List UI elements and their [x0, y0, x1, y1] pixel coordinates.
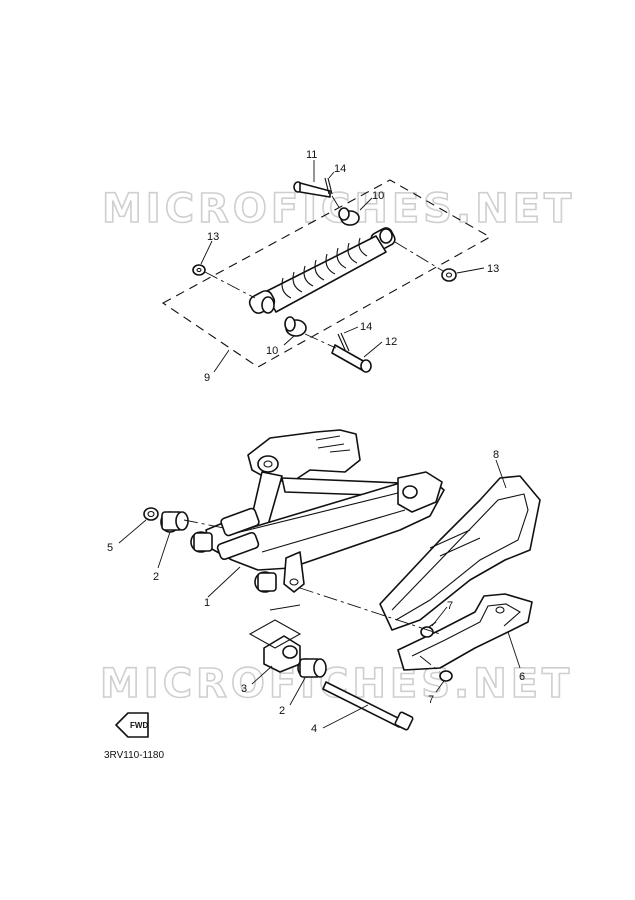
- callout-5: 5: [107, 542, 113, 554]
- pivot-collar: [190, 531, 213, 553]
- watermark-top: MICROFICHES.NET: [102, 186, 575, 232]
- callout-1: 1: [204, 597, 210, 609]
- callout-4: 4: [311, 723, 317, 735]
- callout-11: 11: [306, 149, 317, 161]
- shock-assembly-group: [161, 160, 492, 373]
- callout-9: 9: [204, 372, 210, 384]
- forward-arrow-icon: FWD: [115, 712, 149, 738]
- upper-bolt: [293, 160, 331, 198]
- pivot-nut: [118, 507, 159, 544]
- left-washer: [192, 240, 213, 276]
- chain-case: [379, 459, 541, 631]
- pivot-collar-lower: [207, 566, 277, 598]
- chain-case-bolt: [420, 606, 448, 638]
- callout-13-right: 13: [487, 263, 499, 275]
- diagram-code: 3RV110-1180: [104, 750, 164, 761]
- chain-guard: [397, 593, 533, 671]
- callout-6: 6: [519, 671, 525, 683]
- lower-bushing: [289, 658, 327, 706]
- swingarm: [205, 429, 445, 593]
- swingarm-group: [118, 429, 541, 731]
- callout-7-upper: 7: [447, 600, 453, 612]
- callout-14-lower: 14: [360, 321, 372, 333]
- right-washer: [441, 267, 485, 282]
- callout-10-lower: 10: [266, 345, 278, 357]
- shock-absorber: [248, 227, 396, 314]
- chain-guard-bolt: [435, 670, 453, 693]
- left-bushing: [157, 511, 189, 569]
- lower-collar: [283, 316, 307, 346]
- callout-2-upper: 2: [153, 571, 159, 583]
- callouts: 1 2 2 3 4 5 6 7 7 8 9 10 10 11 12 13 13 …: [107, 149, 525, 735]
- callout-13-left: 13: [207, 231, 219, 243]
- callout-12: 12: [385, 336, 397, 348]
- callout-14-upper: 14: [334, 163, 346, 175]
- watermark-bottom: MICROFICHES.NET: [100, 661, 573, 707]
- fwd-label: FWD: [130, 721, 148, 730]
- lower-pin-and-bolt: [331, 326, 383, 373]
- pivot-shaft: [322, 681, 414, 731]
- callout-3: 3: [241, 683, 247, 695]
- upper-cotter-pin: [324, 171, 335, 195]
- shock-kit-outline: [161, 179, 492, 368]
- callout-10-upper: 10: [372, 190, 384, 202]
- upper-collar: [338, 197, 373, 226]
- callout-7-lower: 7: [428, 694, 434, 706]
- callout-2-lower: 2: [279, 705, 285, 717]
- callout-8: 8: [493, 449, 499, 461]
